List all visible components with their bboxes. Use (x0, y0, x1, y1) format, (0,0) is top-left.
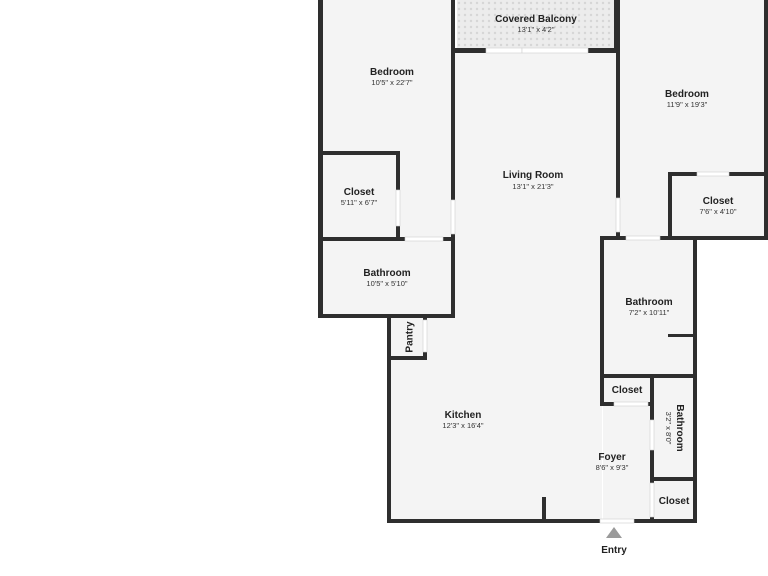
closet-entry-door (649, 482, 655, 518)
dims-bathroom-right: 7'2" x 10'11" (629, 308, 670, 317)
room-labels: Covered Balcony 13'1" x 4'2" Bedroom 10'… (341, 14, 737, 556)
dims-balcony: 13'1" x 4'2" (518, 25, 555, 34)
label-bathroom-left: Bathroom (363, 268, 410, 279)
balcony-door (485, 47, 523, 54)
dims-bathroom-small: 3'2" x 8'0" (664, 412, 673, 445)
label-bathroom-right: Bathroom (625, 297, 672, 308)
dims-bathroom-left: 10'5" x 5'10" (366, 279, 407, 288)
floor-right-bath (603, 240, 695, 521)
floor-living-upper (455, 52, 618, 238)
label-kitchen: Kitchen (445, 410, 482, 421)
label-bedroom-right: Bedroom (665, 89, 709, 100)
bath-left-door (404, 236, 444, 242)
bath-small-door (649, 419, 655, 451)
floor-areas (322, 0, 768, 521)
label-bathroom-small: Bathroom (674, 404, 685, 451)
floor-balcony (457, 0, 615, 48)
dims-foyer: 8'6" x 9'3" (596, 463, 629, 472)
label-closet-small: Closet (612, 385, 643, 396)
label-bedroom-left: Bedroom (370, 67, 414, 78)
bedroom-right-door (615, 197, 621, 233)
entry-door (599, 518, 635, 524)
label-living-room: Living Room (503, 170, 564, 181)
dims-bedroom-right: 11'9" x 19'3" (667, 100, 708, 109)
entry-arrow-icon (606, 527, 622, 538)
dims-closet-left: 5'11" x 6'7" (341, 198, 378, 207)
closet-left-door (395, 189, 401, 227)
bath-right-door (625, 235, 661, 241)
floor-bedroom-right (620, 0, 768, 237)
label-pantry: Pantry (405, 321, 416, 353)
label-entry: Entry (601, 545, 627, 556)
openings (395, 47, 730, 524)
dims-kitchen: 12'3" x 16'4" (442, 421, 483, 430)
label-closet-right: Closet (703, 196, 734, 207)
label-closet-entry: Closet (659, 496, 690, 507)
bedroom-left-door (450, 199, 456, 235)
balcony-window (521, 47, 589, 54)
dims-closet-right: 7'6" x 4'10" (700, 207, 737, 216)
closet-small-door (613, 401, 649, 407)
closet-right-door (696, 171, 730, 177)
pantry-door (422, 319, 428, 353)
label-foyer: Foyer (598, 452, 625, 463)
label-balcony: Covered Balcony (495, 14, 577, 25)
label-closet-left: Closet (344, 187, 375, 198)
dims-living-room: 13'1" x 21'3" (512, 182, 553, 191)
dims-bedroom-left: 10'5" x 22'7" (371, 78, 412, 87)
